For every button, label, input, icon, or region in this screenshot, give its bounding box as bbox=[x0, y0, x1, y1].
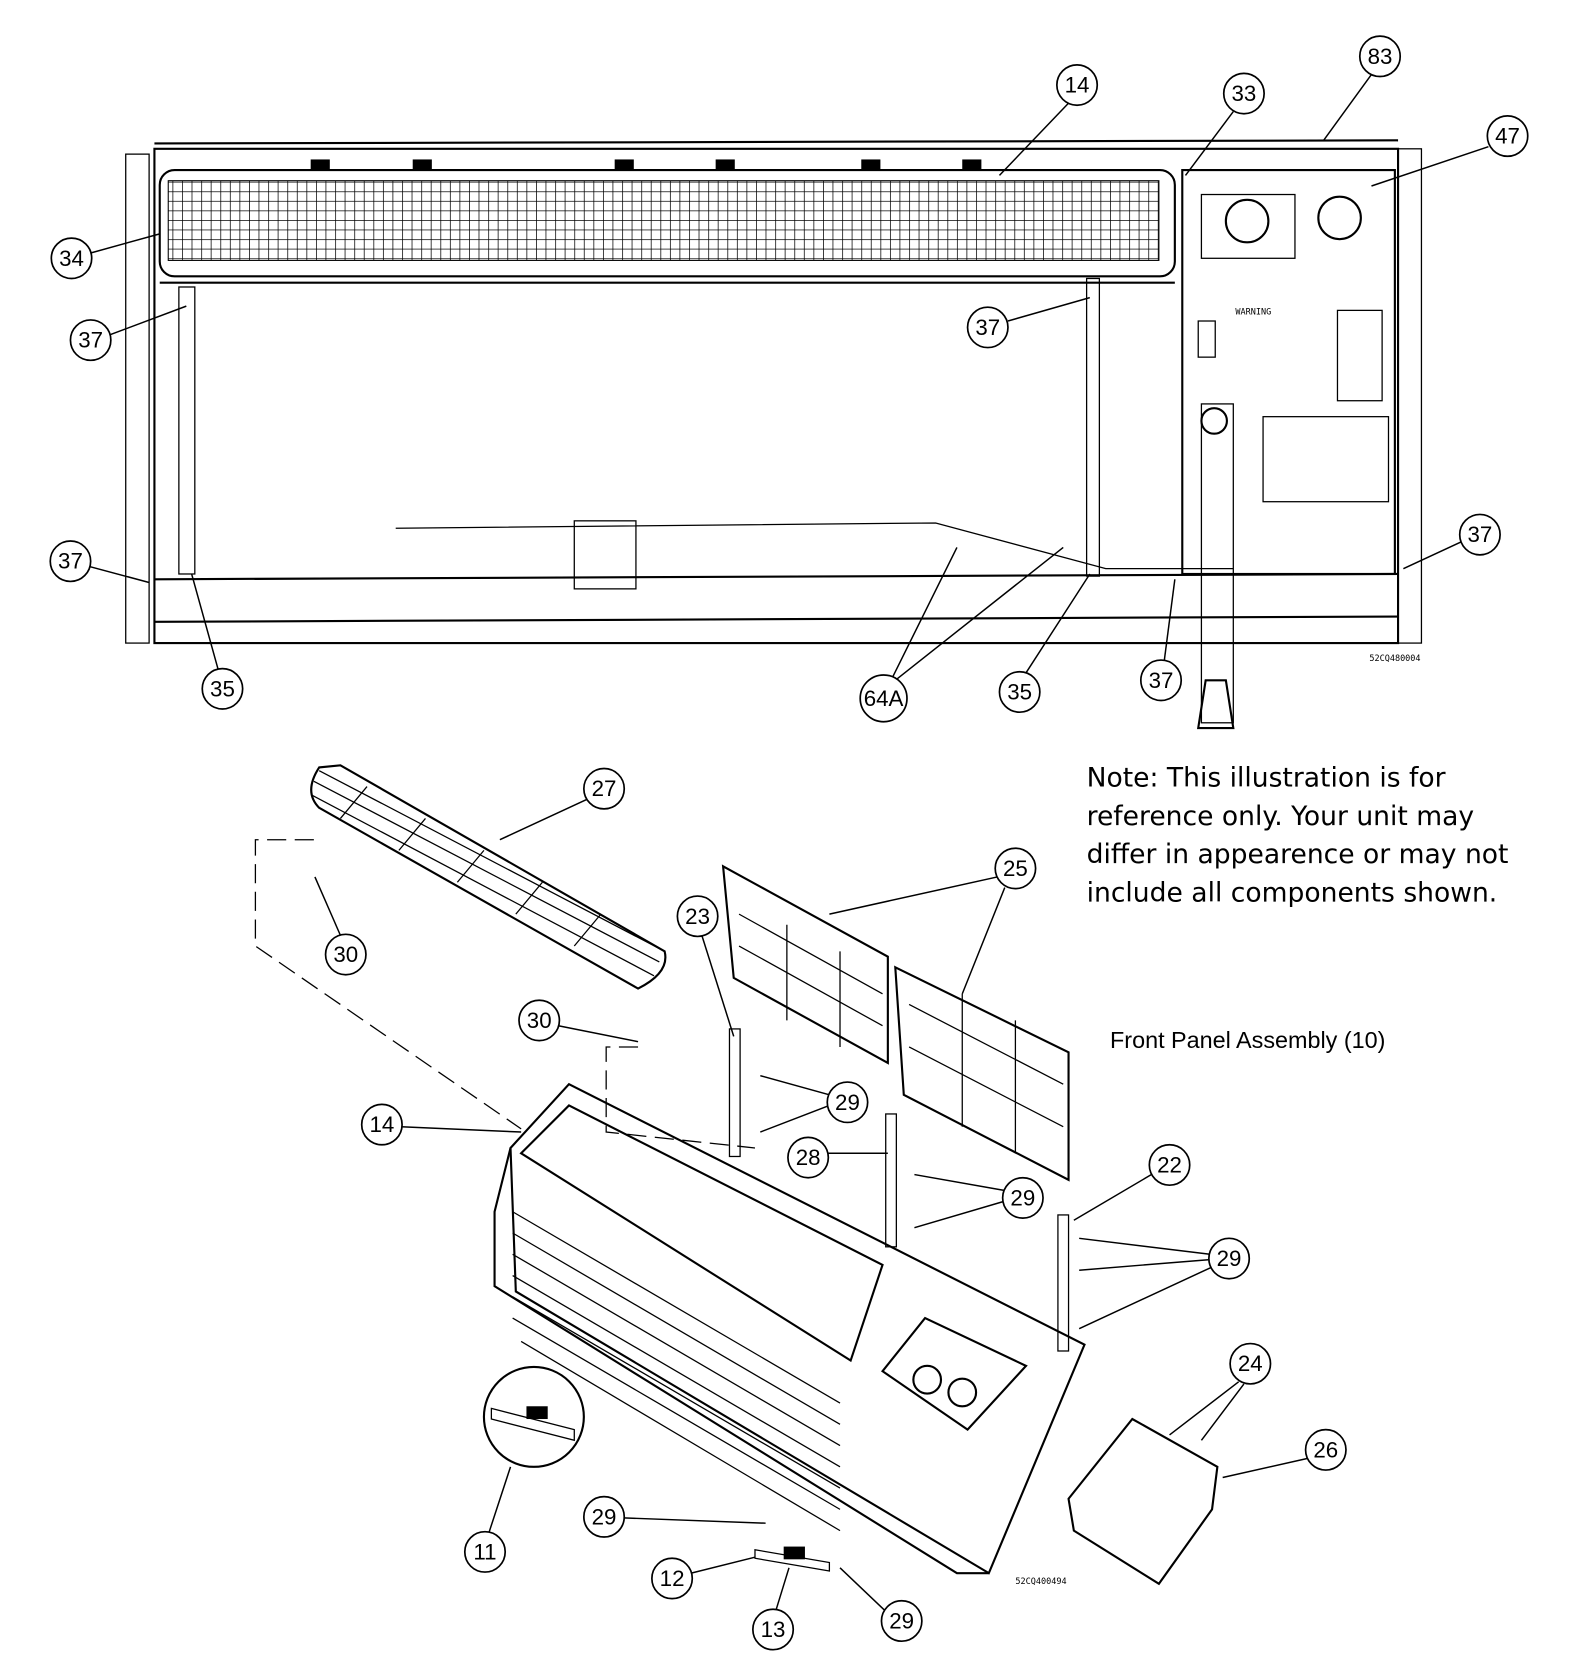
svg-text:29: 29 bbox=[592, 1504, 617, 1529]
svg-text:11: 11 bbox=[473, 1539, 496, 1564]
warning-label: WARNING bbox=[1235, 308, 1271, 318]
svg-text:12: 12 bbox=[660, 1566, 685, 1591]
svg-text:35: 35 bbox=[210, 676, 235, 701]
top-drawing-number: 52CQ480004 bbox=[1369, 654, 1420, 664]
svg-text:37: 37 bbox=[1467, 522, 1492, 547]
callout-30: 30 bbox=[518, 999, 561, 1042]
svg-text:26: 26 bbox=[1313, 1437, 1338, 1462]
svg-text:14: 14 bbox=[1065, 73, 1090, 98]
reference-note: Note: This illustration is for reference… bbox=[1087, 763, 1509, 909]
svg-text:reference only. Your unit may: reference only. Your unit may bbox=[1087, 801, 1475, 832]
svg-text:13: 13 bbox=[761, 1617, 786, 1642]
callout-13: 13 bbox=[752, 1608, 795, 1651]
top-callouts: 14 33 83 47 34 37 37 37 35 64A 35 37 37 bbox=[49, 35, 1529, 723]
callout-14: 14 bbox=[1056, 63, 1099, 107]
callout-37: 37 bbox=[1458, 513, 1501, 556]
callout-37: 37 bbox=[69, 319, 112, 362]
bottom-drawing-number: 52CQ400494 bbox=[1015, 1577, 1066, 1587]
callout-64a: 64A bbox=[859, 674, 908, 723]
front-panel-assembly: 52CQ400494 bbox=[254, 764, 1219, 1587]
callout-11: 11 bbox=[463, 1530, 507, 1573]
callout-33: 33 bbox=[1222, 72, 1265, 115]
callout-24: 24 bbox=[1229, 1342, 1272, 1385]
svg-text:37: 37 bbox=[78, 328, 103, 353]
svg-text:include all components shown.: include all components shown. bbox=[1087, 877, 1498, 908]
svg-text:29: 29 bbox=[889, 1608, 914, 1633]
callout-27: 27 bbox=[582, 767, 626, 810]
svg-text:30: 30 bbox=[527, 1008, 552, 1033]
callout-34: 34 bbox=[50, 237, 93, 280]
svg-text:14: 14 bbox=[369, 1112, 394, 1137]
svg-text:23: 23 bbox=[685, 904, 710, 929]
callout-83: 83 bbox=[1358, 35, 1402, 78]
bottom-callouts: 27 25 23 30 30 14 29 28 29 22 29 24 26 1… bbox=[324, 767, 1347, 1651]
callout-29: 29 bbox=[826, 1081, 869, 1124]
svg-text:22: 22 bbox=[1157, 1152, 1182, 1177]
callout-28: 28 bbox=[787, 1136, 830, 1179]
callout-29: 29 bbox=[1001, 1176, 1044, 1219]
svg-text:33: 33 bbox=[1232, 81, 1257, 106]
svg-text:27: 27 bbox=[592, 776, 617, 801]
svg-text:25: 25 bbox=[1003, 856, 1028, 881]
callout-14: 14 bbox=[360, 1103, 403, 1146]
callout-35: 35 bbox=[998, 670, 1041, 714]
callout-29: 29 bbox=[1208, 1237, 1251, 1280]
svg-text:29: 29 bbox=[1217, 1246, 1242, 1271]
callout-37: 37 bbox=[49, 540, 92, 583]
leader-lines bbox=[89, 73, 1489, 1611]
filter-left bbox=[721, 864, 889, 1065]
callout-29: 29 bbox=[880, 1599, 923, 1643]
callout-29: 29 bbox=[582, 1495, 626, 1538]
svg-text:83: 83 bbox=[1368, 44, 1393, 69]
svg-text:28: 28 bbox=[796, 1145, 821, 1170]
chassis-assembly: WARNING 52CQ480004 bbox=[125, 139, 1423, 730]
callout-37: 37 bbox=[966, 306, 1009, 349]
assembly-caption: Front Panel Assembly (10) bbox=[1110, 1027, 1385, 1053]
svg-text:34: 34 bbox=[59, 246, 84, 271]
svg-text:35: 35 bbox=[1007, 679, 1032, 704]
callout-47: 47 bbox=[1486, 115, 1529, 158]
callout-35: 35 bbox=[201, 667, 244, 710]
callout-25: 25 bbox=[994, 847, 1037, 890]
svg-text:30: 30 bbox=[333, 942, 358, 967]
svg-text:29: 29 bbox=[1010, 1185, 1035, 1210]
svg-text:47: 47 bbox=[1495, 124, 1520, 149]
svg-text:64A: 64A bbox=[864, 686, 904, 711]
callout-22: 22 bbox=[1148, 1143, 1191, 1187]
louvers bbox=[512, 1211, 841, 1532]
callout-12: 12 bbox=[651, 1557, 694, 1600]
filter-right bbox=[894, 965, 1070, 1182]
svg-text:29: 29 bbox=[835, 1090, 860, 1115]
grille-mesh bbox=[167, 180, 1160, 261]
callout-23: 23 bbox=[676, 895, 719, 938]
svg-text:Note: This illustration is for: Note: This illustration is for bbox=[1087, 763, 1446, 794]
clips bbox=[310, 159, 982, 171]
svg-text:differ in appearence or may no: differ in appearence or may not bbox=[1087, 839, 1509, 870]
callout-26: 26 bbox=[1304, 1428, 1347, 1471]
svg-text:24: 24 bbox=[1238, 1351, 1263, 1376]
svg-text:37: 37 bbox=[975, 315, 1000, 340]
callout-37: 37 bbox=[1139, 659, 1183, 702]
svg-text:37: 37 bbox=[1149, 668, 1174, 693]
callout-30: 30 bbox=[324, 933, 367, 976]
svg-text:37: 37 bbox=[58, 549, 83, 574]
